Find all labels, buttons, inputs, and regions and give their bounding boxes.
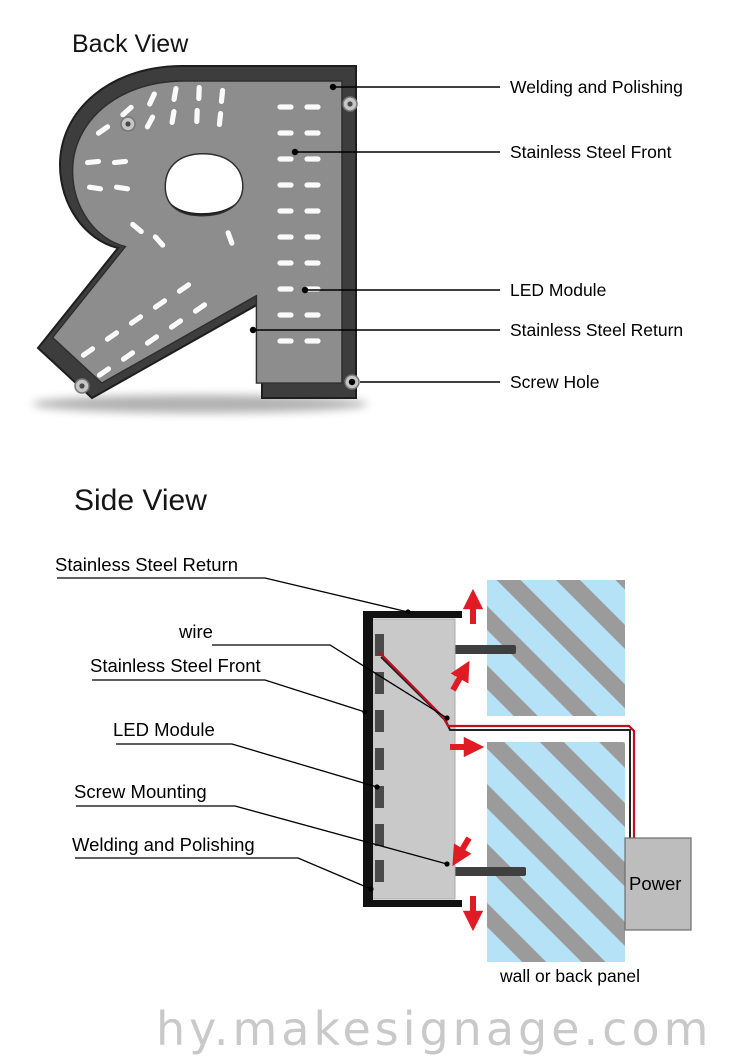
label-stainless-steel-return: Stainless Steel Return (510, 320, 684, 340)
wires (378, 651, 636, 838)
label-side-stainless-steel-return: Stainless Steel Return (55, 554, 239, 575)
watermark-text: հy.makesignage.com (156, 1002, 713, 1056)
back-view-letter (32, 65, 500, 413)
letter-front-face (51, 80, 343, 384)
power-supply-label: Power (629, 873, 682, 894)
wall-caption: wall or back panel (499, 966, 641, 986)
back-view-title: Back View (72, 30, 189, 58)
label-side-welding-and-polishing: Welding and Polishing (72, 834, 255, 855)
wall-lower-block (487, 742, 625, 962)
label-stainless-steel-front: Stainless Steel Front (510, 142, 672, 162)
label-side-stainless-steel-front: Stainless Steel Front (90, 655, 261, 676)
label-side-wire: wire (179, 621, 213, 642)
power-supply-box (624, 837, 692, 931)
label-side-led-module: LED Module (113, 719, 215, 740)
label-welding-and-polishing: Welding and Polishing (510, 77, 683, 97)
side-view-diagram (57, 577, 692, 962)
side-led-modules (375, 634, 384, 882)
label-screw-hole: Screw Hole (510, 372, 600, 392)
led-module-pills (80, 84, 322, 379)
side-view-callout-lines (57, 577, 450, 892)
side-view-title: Side View (74, 484, 207, 517)
back-view-callout-lines (249, 83, 500, 386)
red-arrows (450, 588, 485, 932)
label-led-module: LED Module (510, 280, 607, 300)
letter-shadow (32, 395, 368, 413)
channel-steel-front-return (363, 611, 462, 907)
label-screw-mounting: Screw Mounting (74, 781, 207, 802)
channel-body (371, 618, 456, 900)
